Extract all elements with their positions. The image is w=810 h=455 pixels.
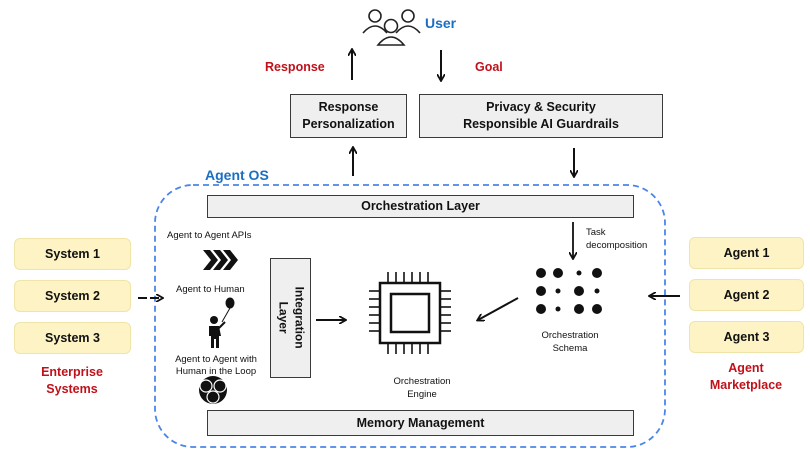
marketplace-line1: Agent [728,361,764,375]
system-2-box: System 2 [14,280,131,312]
schema-line1: Orchestration [541,330,599,341]
integration-layer-text: Integration Layer [275,287,307,349]
enterprise-line1: Enterprise [41,365,103,379]
human-loop-line1: Agent to Agent with [175,354,257,365]
schema-dots-icon [536,268,602,314]
orchestration-engine-label: Orchestration Engine [375,375,469,402]
memory-management-box: Memory Management [207,410,634,436]
response-box-line1: Response [318,100,379,115]
system-1-box: System 1 [14,238,131,270]
privacy-line1: Privacy & Security [486,100,596,115]
engine-line2: Engine [407,389,437,401]
person-balloon-icon [209,297,235,348]
human-loop-line2: Human in the Loop [175,366,257,378]
system-3-box: System 3 [14,322,131,354]
agent-2-box: Agent 2 [689,279,804,311]
privacy-guardrails-box: Privacy & Security Responsible AI Guardr… [419,94,663,138]
enterprise-systems-label: Enterprise Systems [22,364,122,398]
user-label: User [425,15,457,31]
interface-human-loop-label: Agent to Agent with Human in the Loop [166,354,266,379]
agent-3-box: Agent 3 [689,321,804,353]
agent-os-title: Agent OS [205,167,269,183]
schema-to-engine-arrow [478,297,519,320]
users-icon [362,9,421,46]
integration-line1: Integration [292,287,307,349]
schema-line2: Schema [552,343,588,355]
interface-agent-human-label: Agent to Human [176,284,245,295]
agent-1-box: Agent 1 [689,237,804,269]
venn-icon [199,376,227,404]
response-personalization-box: Response Personalization [290,94,407,138]
integration-layer-box: Integration Layer [270,258,311,378]
agent-marketplace-label: Agent Marketplace [696,360,796,394]
agent-os-container [154,184,666,448]
response-label: Response [265,60,325,74]
interface-agent-apis-label: Agent to Agent APIs [167,230,252,241]
enterprise-line2: Systems [46,381,98,396]
privacy-line2: Responsible AI Guardrails [463,117,619,131]
chevrons-icon [203,250,238,270]
task-line1: Task [586,227,606,238]
task-decomposition-label: Task decomposition [586,226,647,253]
response-box-line2: Personalization [302,117,395,131]
integration-line2: Layer [276,301,291,335]
engine-line1: Orchestration [393,376,451,387]
chip-icon [369,272,451,354]
goal-label: Goal [475,60,503,74]
orchestration-schema-label: Orchestration Schema [523,329,617,356]
orchestration-layer-box: Orchestration Layer [207,195,634,218]
task-line2: decomposition [586,240,648,252]
marketplace-line2: Marketplace [709,377,783,392]
